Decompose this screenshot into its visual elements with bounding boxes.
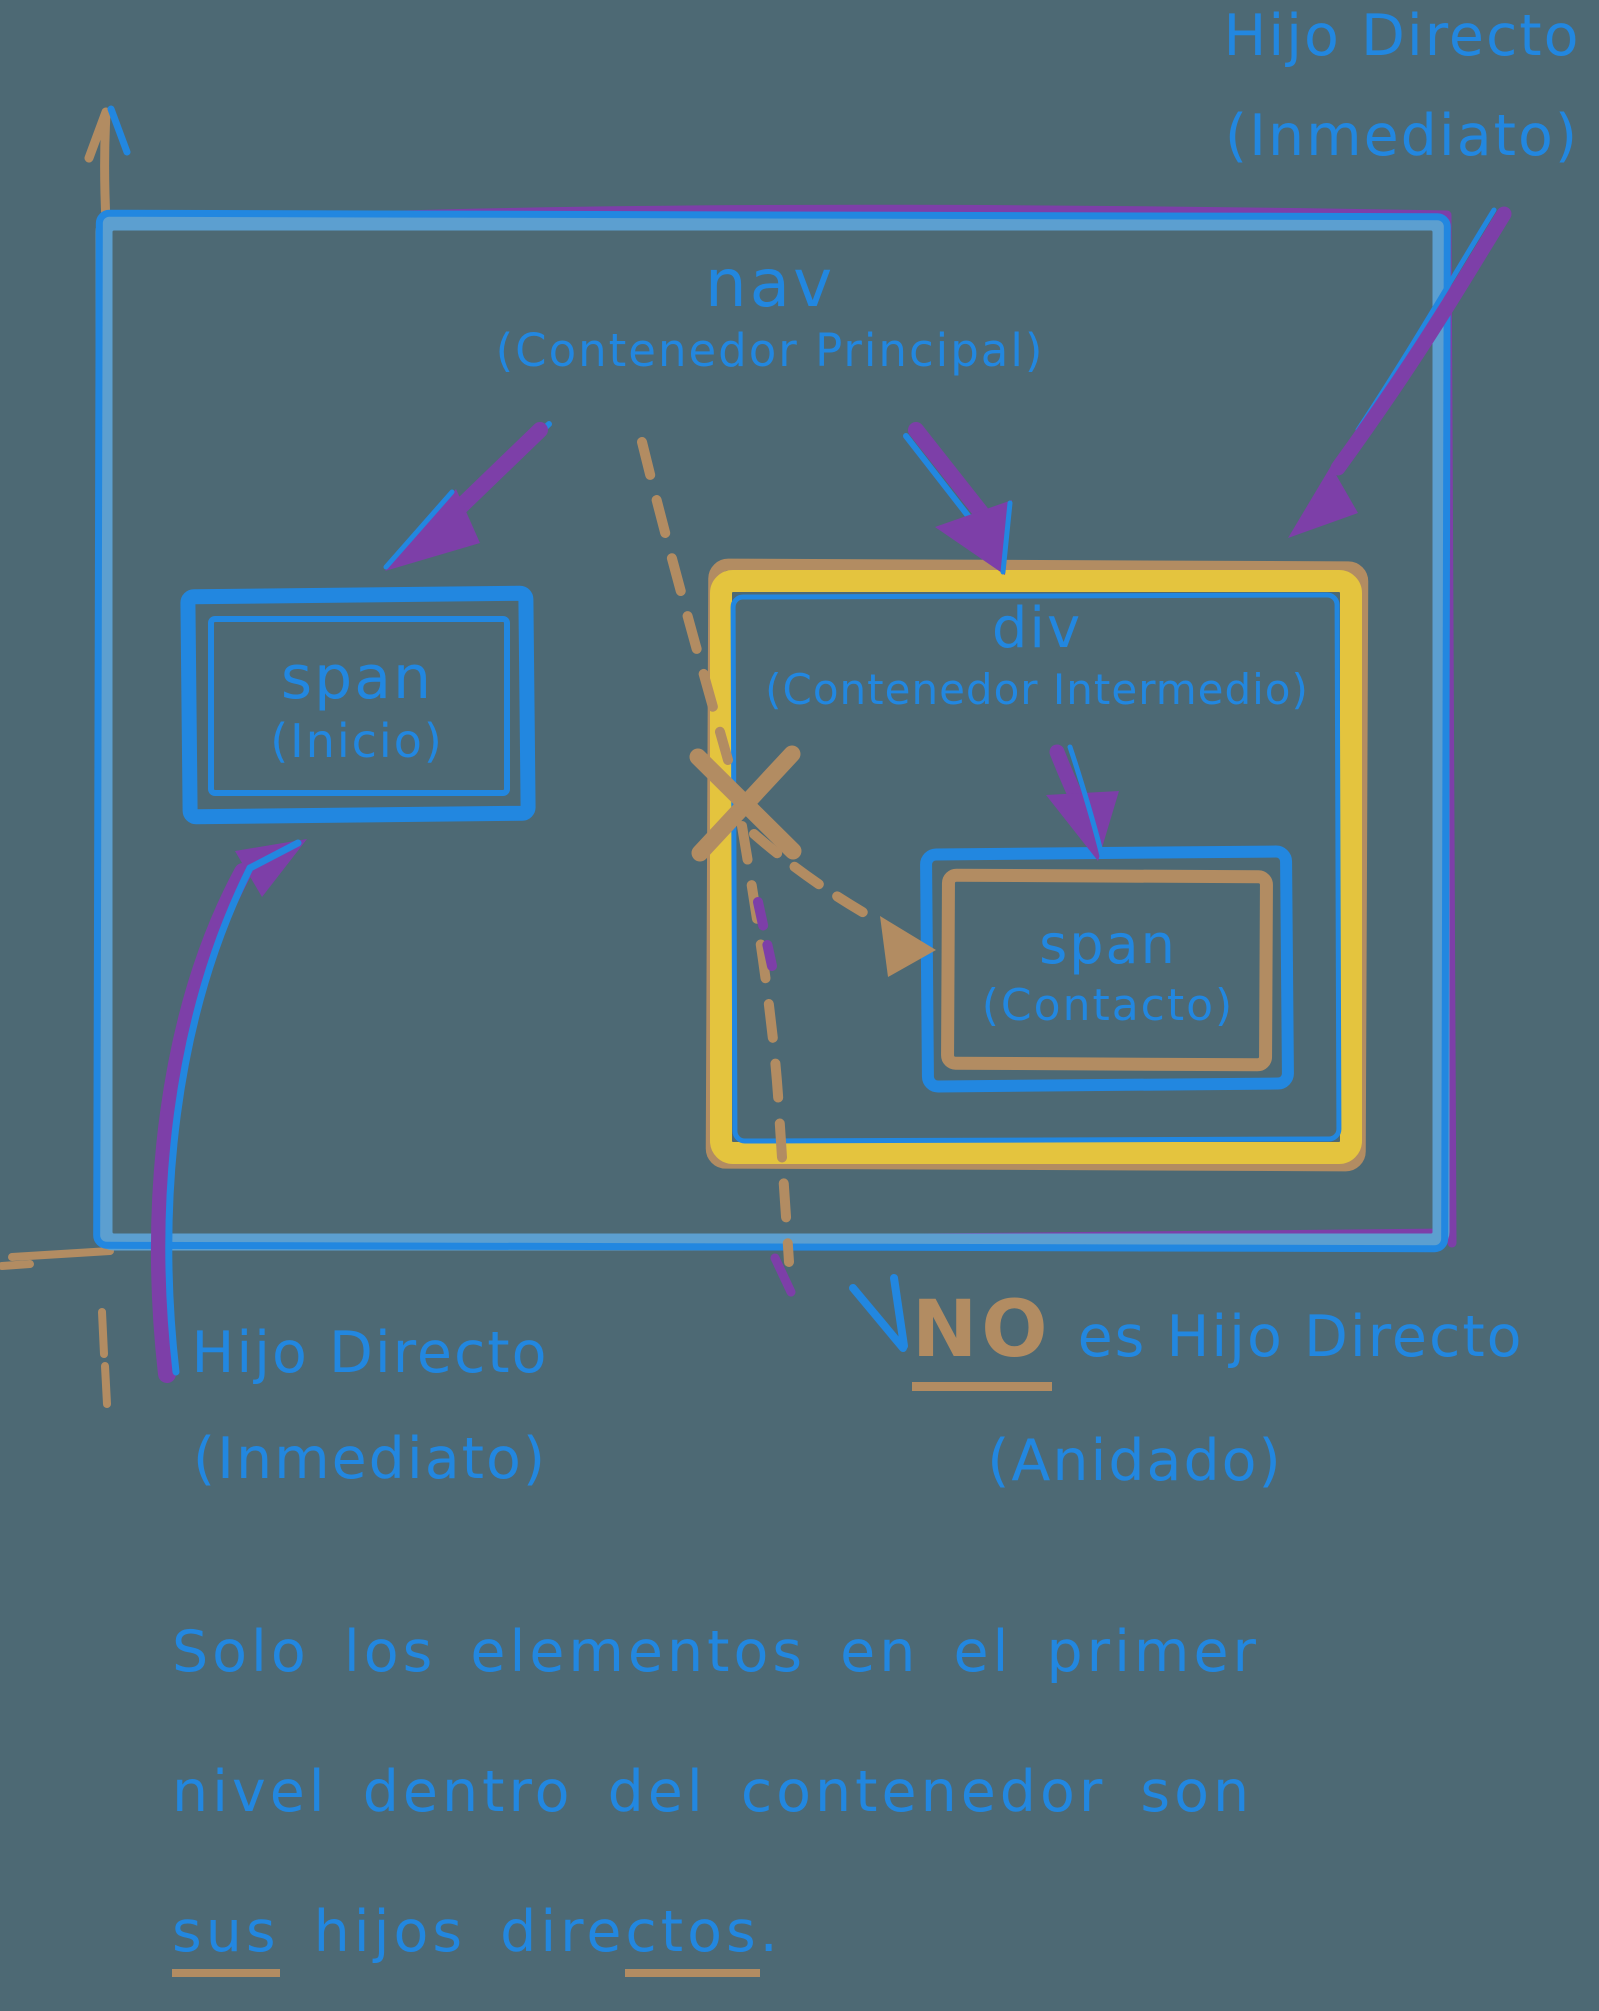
top-right-label-line1: Hijo Directo	[1223, 3, 1581, 69]
top-right-label: Hijo Directo (Inmediato)	[1205, 0, 1599, 186]
inicio-tag: span	[280, 643, 434, 713]
inicio-box-label: span (Inicio)	[206, 616, 508, 796]
caption-line-2: nivel dentro del contenedor son	[172, 1759, 1254, 1825]
bottom-left-label-line2: (Inmediato)	[192, 1426, 548, 1492]
span-inicio-box	[180, 585, 536, 825]
arrow-nav-to-div	[903, 422, 1013, 575]
caption-line-3-end: .	[759, 1899, 782, 1965]
intermedio-subtitle: (Contenedor Intermedio)	[765, 665, 1309, 714]
nested-label-line2: (Anidado)	[987, 1428, 1283, 1494]
bottom-left-label-line1: Hijo Directo	[191, 1320, 549, 1386]
x-mark-icon	[689, 745, 802, 862]
nav-subtitle: (Contenedor Principal)	[495, 324, 1045, 377]
caption-line-3-mid: hijos dire	[279, 1899, 626, 1965]
intermedio-box-label: div (Contenedor Intermedio)	[736, 596, 1338, 716]
arrow-topright-to-div	[1288, 206, 1512, 538]
nav-container-box	[93, 204, 1457, 1253]
nested-label-no: NO	[912, 1287, 1052, 1391]
nav-tag: nav	[704, 245, 836, 322]
caption-underline-sus: sus	[172, 1899, 280, 1977]
top-right-label-line2: (Inmediato)	[1224, 103, 1580, 169]
caption-line-3: sus hijos directos.	[172, 1862, 1512, 2002]
span-contacto-box	[920, 845, 1294, 1093]
caption-underline-ctos: ctos	[625, 1899, 760, 1977]
nested-label-rest: es Hijo Directo	[1077, 1304, 1524, 1370]
caption-line-1: Solo los elementos en el primer	[172, 1619, 1260, 1685]
nav-box-label: nav (Contenedor Principal)	[420, 248, 1120, 378]
caption: Solo los elementos en el primer nivel de…	[172, 1582, 1512, 2002]
bottom-left-label: Hijo Directo (Inmediato)	[160, 1300, 580, 1512]
dashed-nested-path	[637, 437, 936, 1352]
intermedio-tag: div	[991, 596, 1083, 661]
contacto-tag: span	[1039, 913, 1177, 976]
inicio-subtitle: (Inicio)	[270, 714, 444, 768]
axis-arrow-icon	[0, 105, 131, 1408]
arrow-div-to-contacto	[1046, 744, 1119, 861]
arrow-bottomleft-to-inicio	[151, 839, 307, 1383]
nested-label: NO es Hijo Directo	[912, 1287, 1524, 1391]
div-intermedio-box	[705, 558, 1369, 1172]
contacto-subtitle: (Contacto)	[981, 980, 1235, 1031]
arrow-nav-to-inicio	[383, 421, 552, 571]
contacto-box-label: span (Contacto)	[952, 882, 1264, 1064]
